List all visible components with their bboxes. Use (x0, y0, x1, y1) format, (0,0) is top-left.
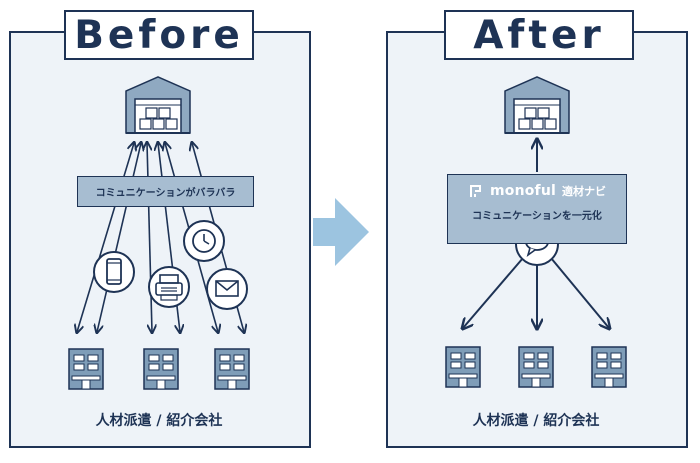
unified-communication-label: コミュニケーションを一元化 (472, 211, 602, 222)
office-building-icon (214, 348, 250, 390)
office-building-icon (591, 346, 627, 388)
brand-row: monoful 適材ナビ (448, 183, 626, 199)
office-building-icon (445, 346, 481, 388)
smartphone-icon (93, 251, 135, 293)
after-title: After (444, 10, 634, 60)
office-building-icon (68, 348, 104, 390)
communication-label: コミュニケーションがバラバラ (95, 188, 236, 199)
transition-arrow-icon (313, 198, 369, 266)
monoful-logo-icon (469, 185, 481, 197)
after-footer-label: 人材派遣 / 紹介会社 (472, 413, 600, 429)
before-title: Before (64, 10, 254, 60)
office-building-icon (143, 348, 179, 390)
warehouse-icon (125, 76, 191, 134)
brand-name: monoful (489, 183, 557, 199)
before-footer-label: 人材派遣 / 紹介会社 (95, 413, 223, 429)
fax-icon (148, 266, 190, 308)
office-building-icon (518, 346, 554, 388)
distribution-arrows (463, 257, 609, 328)
communication-bar: コミュニケーションがバラバラ (77, 176, 254, 207)
warehouse-icon (504, 76, 570, 134)
clock-icon (183, 220, 225, 262)
mail-icon (206, 268, 248, 310)
monoful-navi-box: monoful 適材ナビ コミュニケーションを一元化 (447, 174, 627, 244)
service-name: 適材ナビ (562, 185, 607, 198)
